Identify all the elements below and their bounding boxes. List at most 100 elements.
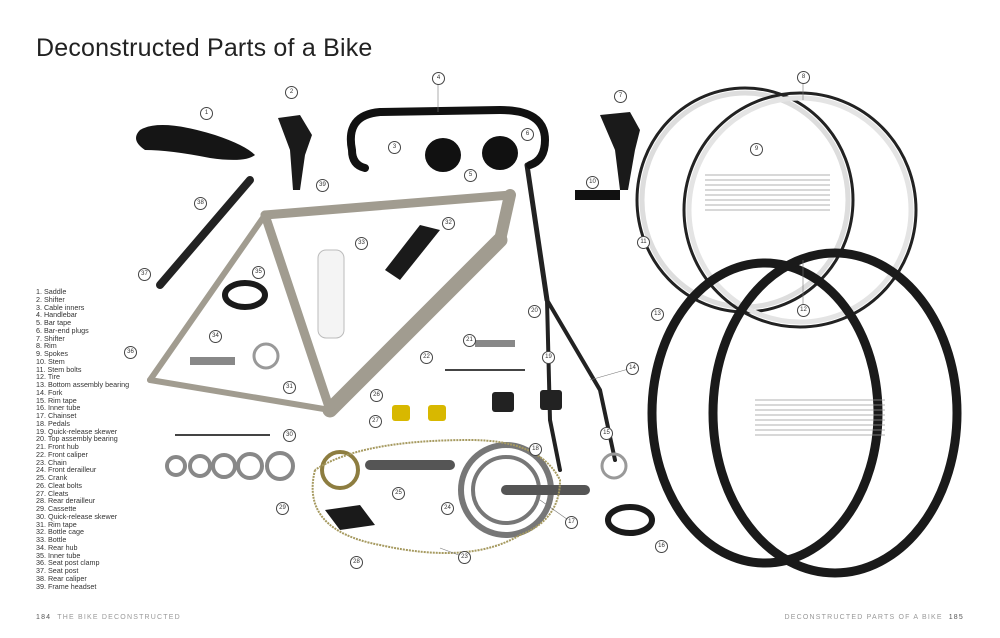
rim-tape-rear <box>252 342 280 370</box>
legend-item: 2. Shifter <box>36 294 65 304</box>
running-title-left: THE BIKE DECONSTRUCTED <box>57 614 181 621</box>
callout-number: 25 <box>392 487 405 500</box>
legend-item: 13. Bottom assembly bearing <box>36 380 130 389</box>
legend-item: 9. Spokes <box>36 349 68 358</box>
legend-item: 3. Cable inners <box>36 302 85 312</box>
legend-item: 21. Front hub <box>36 442 79 451</box>
callout-number: 22 <box>420 351 433 364</box>
legend-item: 33. Bottle <box>36 535 67 544</box>
legend-item: 7. Shifter <box>36 333 65 343</box>
legend-item: 23. Chain <box>36 457 67 467</box>
saddle <box>136 125 255 160</box>
running-title-right: DECONSTRUCTED PARTS OF A BIKE <box>784 614 943 621</box>
callout-number: 38 <box>194 197 207 210</box>
legend-item: 24. Front derailleur <box>36 465 97 475</box>
legend-item: 17. Chainset <box>36 411 77 420</box>
legend-item: 32. Bottle cage <box>36 527 84 537</box>
callout-number: 20 <box>528 305 541 318</box>
legend-item: 35. Inner tube <box>36 550 81 560</box>
legend-item: 5. Bar tape <box>36 318 72 327</box>
legend-item: 30. Quick-release skewer <box>36 511 118 521</box>
callout-number: 14 <box>626 362 639 375</box>
legend-item: 39. Frame headset <box>36 581 97 591</box>
callout-number: 28 <box>350 556 363 569</box>
legend-item: 6. Bar-end plugs <box>36 325 89 335</box>
legend-item: 1. Saddle <box>36 287 67 296</box>
legend-item: 29. Cassette <box>36 504 77 513</box>
rear-derailleur <box>325 505 375 530</box>
callout-number: 7 <box>614 90 627 103</box>
callout-number: 23 <box>458 551 471 564</box>
callout-number: 33 <box>355 237 368 250</box>
fork <box>524 162 617 472</box>
cleats <box>392 405 446 421</box>
bottle-cage <box>385 225 440 280</box>
rear-hub <box>190 357 235 365</box>
callout-number: 29 <box>276 502 289 515</box>
seat-post <box>156 176 254 289</box>
callout-number: 19 <box>542 351 555 364</box>
legend-item: 34. Rear hub <box>36 542 78 552</box>
legend-item: 18. Pedals <box>36 418 70 428</box>
callout-number: 3 <box>388 141 401 154</box>
callout-number: 6 <box>521 128 534 141</box>
frame <box>147 189 516 418</box>
legend-item: 38. Rear caliper <box>36 573 87 583</box>
legend-item: 22. Front caliper <box>36 449 88 459</box>
callout-number: 36 <box>124 346 137 359</box>
front-hub <box>475 340 515 347</box>
callout-number: 35 <box>252 266 265 279</box>
footer-left: 184 THE BIKE DECONSTRUCTED <box>36 614 181 621</box>
legend-item: 27. Cleats <box>36 488 69 498</box>
callout-number: 27 <box>369 415 382 428</box>
spokes <box>705 174 885 436</box>
inner-tube-front <box>605 504 655 536</box>
page-title: Deconstructed Parts of a Bike <box>36 34 373 62</box>
callout-number: 21 <box>463 334 476 347</box>
callout-number: 17 <box>565 516 578 529</box>
leader-lines <box>437 83 804 558</box>
left-shifter <box>278 115 312 190</box>
page-number-right: 185 <box>948 614 964 621</box>
legend-item: 16. Inner tube <box>36 403 81 413</box>
legend-item: 37. Seat post <box>36 566 79 575</box>
legend-item: 10. Stem <box>36 356 65 366</box>
callout-number: 32 <box>442 217 455 230</box>
callout-number: 24 <box>441 502 454 515</box>
legend-item: 15. Rim tape <box>36 395 77 405</box>
legend-item: 11. Stem bolts <box>36 364 82 374</box>
callout-number: 16 <box>655 540 668 553</box>
callout-number: 8 <box>797 71 810 84</box>
legend-item: 20. Top assembly bearing <box>36 434 118 444</box>
bottle <box>317 249 345 339</box>
rim-tape-front <box>600 452 628 480</box>
callout-number: 10 <box>586 176 599 189</box>
rims <box>635 86 918 329</box>
footer-right: DECONSTRUCTED PARTS OF A BIKE 185 <box>784 614 964 621</box>
callout-number: 26 <box>370 389 383 402</box>
callout-number: 5 <box>464 169 477 182</box>
legend-item: 28. Rear derailleur <box>36 496 96 506</box>
legend-item: 19. Quick-release skewer <box>36 426 118 436</box>
legend-item: 4. Handlebar <box>36 310 78 320</box>
page-number-left: 184 <box>36 614 52 621</box>
legend-item: 31. Rim tape <box>36 519 77 529</box>
callout-number: 31 <box>283 381 296 394</box>
cassette <box>165 450 360 490</box>
inner-tube-rear <box>222 280 268 310</box>
callout-number: 30 <box>283 429 296 442</box>
right-shifter <box>600 112 640 190</box>
callout-number: 34 <box>209 330 222 343</box>
legend-item: 12. Tire <box>36 372 60 382</box>
legend-item: 25. Crank <box>36 473 68 482</box>
legend-item: 8. Rim <box>36 341 57 351</box>
handlebar <box>346 105 550 172</box>
pedals <box>492 390 562 412</box>
callout-number: 13 <box>651 308 664 321</box>
chainset <box>458 442 590 538</box>
legend-item: 26. Cleat bolts <box>36 480 82 490</box>
legend-item: 14. Fork <box>36 387 63 397</box>
chain <box>311 438 562 554</box>
